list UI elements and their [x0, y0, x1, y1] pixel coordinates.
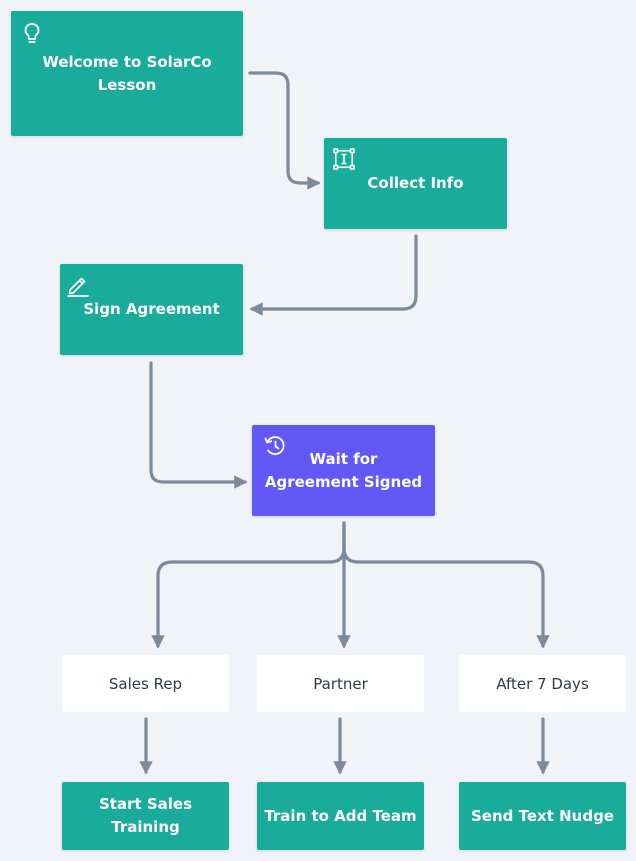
branch-sales-rep-label: Sales Rep [108, 674, 183, 693]
send-text-nudge-node[interactable]: Send Text Nudge [459, 782, 626, 850]
connector-wait-to-after-7-days [342, 521, 550, 649]
start-sales-training-node[interactable]: Start Sales Training [62, 782, 229, 850]
welcome-node[interactable]: Welcome to SolarCo Lesson [11, 11, 243, 136]
branch-sales-rep[interactable]: Sales Rep [62, 655, 229, 712]
wait-for-agreement-node-label: Wait for Agreement Signed [264, 449, 423, 491]
connector-collect-info-to-sign-agreement [249, 234, 418, 316]
sign-agreement-node[interactable]: Sign Agreement [60, 264, 243, 355]
branch-partner[interactable]: Partner [257, 655, 424, 712]
start-sales-training-node-label: Start Sales Training [98, 795, 193, 836]
pencil-icon [67, 277, 89, 297]
train-to-add-team-node-label: Train to Add Team [264, 806, 417, 825]
connector-sign-agreement-to-wait [149, 361, 248, 489]
wait-for-agreement-node[interactable]: Wait for Agreement Signed [252, 425, 435, 516]
collect-info-node[interactable]: Collect Info [324, 138, 507, 229]
lightbulb-icon [24, 23, 40, 43]
sign-agreement-node-label: Sign Agreement [83, 300, 220, 318]
connector-wait-to-sales-rep [151, 521, 346, 649]
collect-info-node-label: Collect Info [367, 174, 464, 192]
text-input-icon [333, 148, 355, 170]
clock-history-icon [264, 436, 285, 455]
train-to-add-team-node[interactable]: Train to Add Team [257, 782, 424, 850]
connector-welcome-to-collect-info [248, 71, 321, 190]
branch-after-7-days-label: After 7 Days [496, 674, 589, 693]
welcome-node-label: Welcome to SolarCo Lesson [42, 52, 212, 94]
send-text-nudge-node-label: Send Text Nudge [471, 806, 614, 825]
branch-partner-label: Partner [313, 674, 368, 693]
branch-after-7-days[interactable]: After 7 Days [459, 655, 626, 712]
